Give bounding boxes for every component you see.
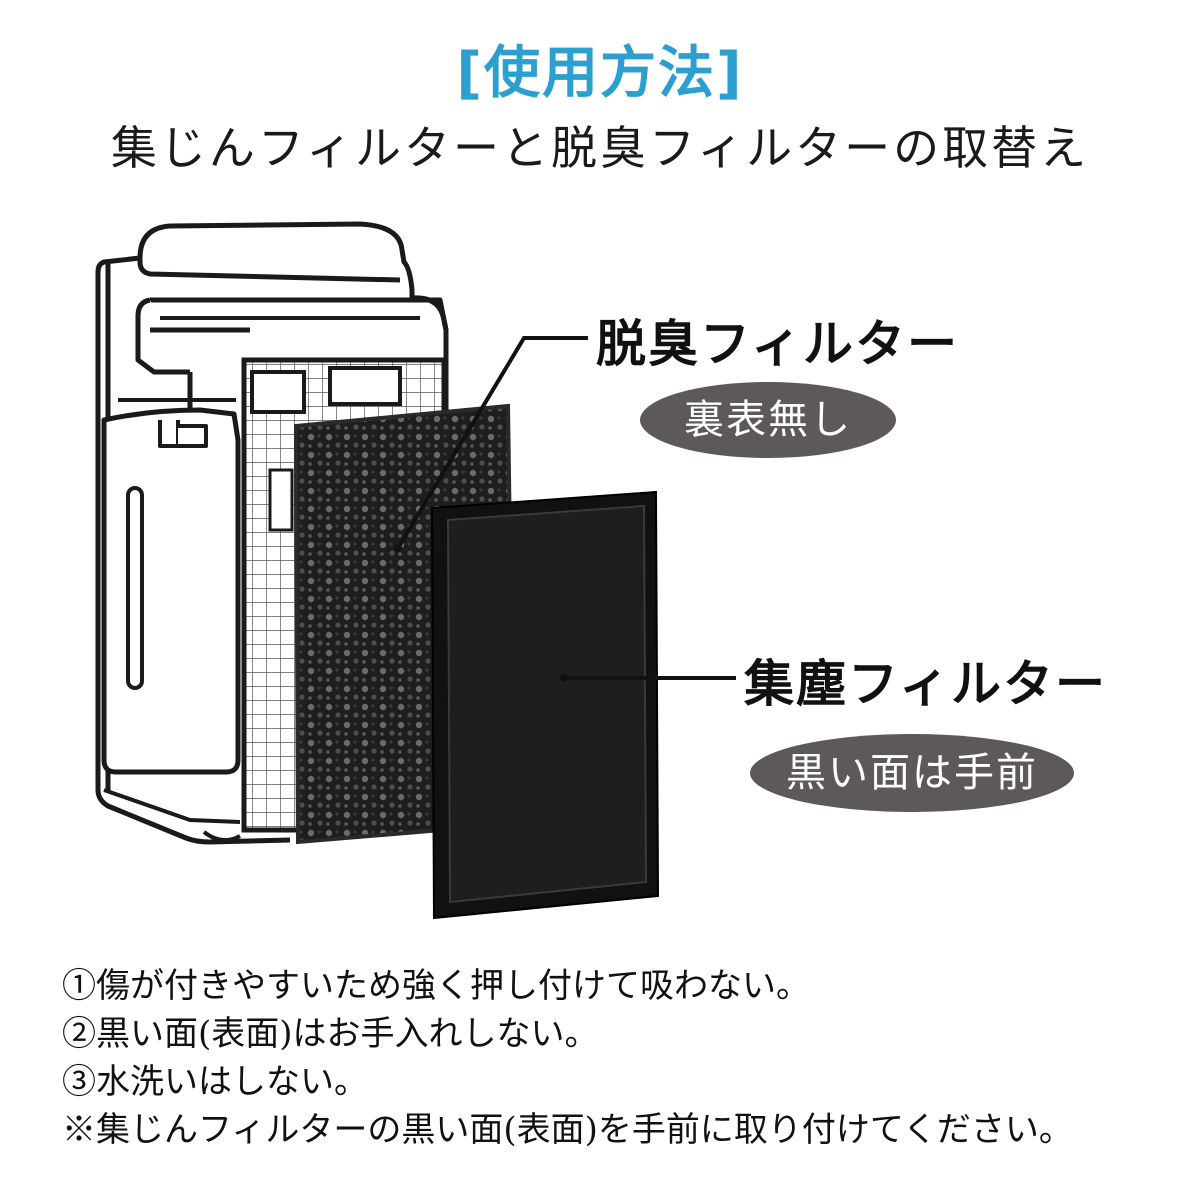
note-line: ③水洗いはしない。 [62, 1062, 368, 1102]
usage-notes: ①傷が付きやすいため強く押し付けて吸わない。 ②黒い面(表面)はお手入れしない。… [62, 962, 1162, 1154]
dust-filter-badge: 黒い面は手前 [750, 734, 1074, 812]
leader-lines [396, 336, 736, 680]
dust-filter-label: 集塵フィルター [744, 655, 1107, 713]
air-purifier-illustration [95, 221, 736, 920]
deodorizing-filter-label: 脱臭フィルター [596, 315, 959, 373]
note-line: ②黒い面(表面)はお手入れしない。 [62, 1014, 599, 1054]
page-heading: [使用方法] [456, 41, 744, 106]
page-subtitle: 集じんフィルターと脱臭フィルターの取替え [110, 121, 1090, 175]
deodorizing-filter-badge: 裏表無し [640, 382, 896, 458]
note-line: ①傷が付きやすいため強く押し付けて吸わない。 [62, 966, 810, 1006]
dust-filter-shape [430, 490, 660, 920]
note-line: ※集じんフィルターの黒い面(表面)を手前に取り付けてください。 [62, 1110, 1073, 1150]
